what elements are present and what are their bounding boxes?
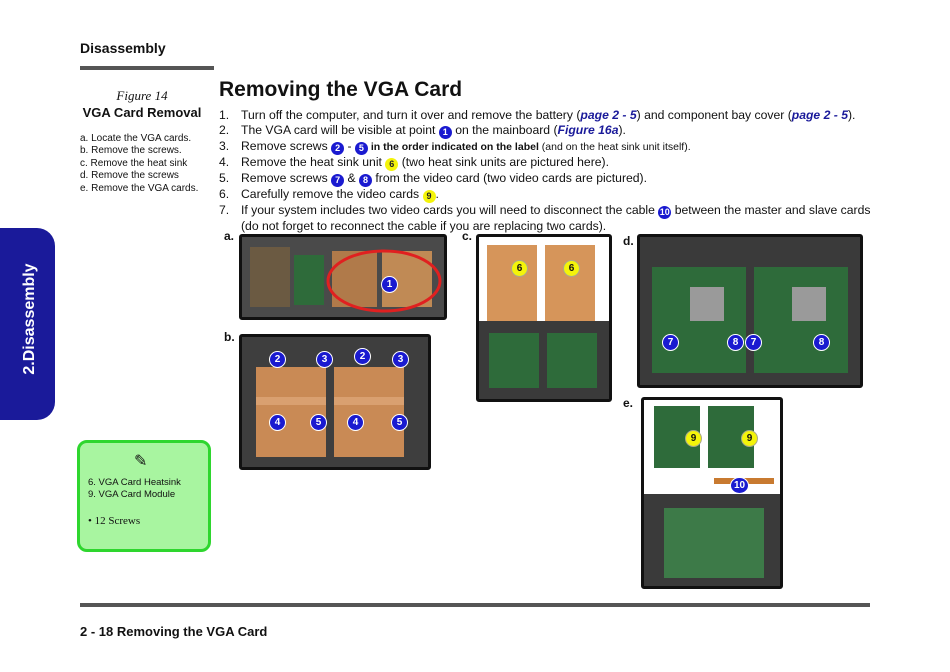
figure-step: d. Remove the screws bbox=[80, 170, 179, 182]
step-text: from the video card (two video cards are… bbox=[371, 170, 648, 185]
note-item: 9. VGA Card Module bbox=[88, 489, 176, 501]
photo-a: 1 bbox=[239, 234, 447, 320]
callout-5: 5 bbox=[391, 414, 408, 431]
callout-4: 4 bbox=[269, 414, 286, 431]
instruction-step: 4. Remove the heat sink unit 6 (two heat … bbox=[219, 155, 879, 171]
callout-3: 3 bbox=[392, 351, 409, 368]
callout-badge: 1 bbox=[438, 125, 452, 139]
photo-e-label: e. bbox=[623, 396, 634, 410]
figure-steps: a. Locate the VGA cards. b. Remove the s… bbox=[80, 133, 215, 195]
step-note: (and on the heat sink unit itself). bbox=[538, 140, 691, 153]
step-number: 7. bbox=[219, 202, 230, 217]
step-text: Remove screws bbox=[241, 138, 332, 153]
callout-8: 8 bbox=[727, 334, 744, 351]
photo-d: 7 8 7 8 bbox=[637, 234, 863, 388]
step-text: Turn off the computer, and turn it over … bbox=[241, 108, 581, 122]
callout-badge: 8 bbox=[358, 173, 372, 187]
callout-7: 7 bbox=[745, 334, 762, 351]
photo-b: 2 3 2 3 4 5 4 5 bbox=[239, 334, 431, 470]
step-text: Carefully remove the video cards bbox=[241, 186, 423, 201]
step-text: Remove screws bbox=[241, 170, 332, 185]
figure-number: Figure 14 bbox=[116, 88, 168, 103]
figure-step: a. Locate the VGA cards. bbox=[80, 133, 192, 144]
step-number: 6. bbox=[219, 186, 230, 201]
step-number: 1. bbox=[219, 108, 230, 122]
step-text: ) and component bay cover ( bbox=[636, 108, 792, 122]
instruction-step: 5. Remove screws 7 & 8 from the video car… bbox=[219, 171, 879, 187]
page-link[interactable]: page 2 - 5 bbox=[580, 108, 637, 122]
page-link[interactable]: page 2 - 5 bbox=[791, 108, 848, 122]
callout-10: 10 bbox=[730, 477, 749, 494]
step-number: 2. bbox=[219, 122, 230, 137]
note-items: 6. VGA Card Heatsink 9. VGA Card Module bbox=[88, 477, 181, 502]
step-text: ). bbox=[618, 122, 626, 137]
heatsink-removal-image bbox=[479, 237, 609, 399]
callout-badge: 10 bbox=[658, 205, 672, 219]
mainboard-image bbox=[242, 237, 444, 317]
step-text: between the master and slave cards (do n… bbox=[241, 202, 871, 233]
callout-6: 6 bbox=[511, 260, 528, 277]
note-item: 6. VGA Card Heatsink bbox=[88, 477, 181, 488]
callout-3: 3 bbox=[316, 351, 333, 368]
callout-1: 1 bbox=[381, 276, 398, 293]
instruction-step: 6. Carefully remove the video cards 9. bbox=[219, 187, 879, 203]
pencil-icon: ✎ bbox=[134, 453, 148, 470]
callout-8: 8 bbox=[813, 334, 830, 351]
callout-5: 5 bbox=[310, 414, 327, 431]
figure-step: b. Remove the screws. bbox=[80, 145, 182, 157]
callout-2: 2 bbox=[354, 348, 371, 365]
callout-6: 6 bbox=[563, 260, 580, 277]
step-text: & bbox=[344, 170, 359, 185]
callout-badge: 5 bbox=[354, 141, 368, 155]
step-number: 4. bbox=[219, 154, 230, 169]
step-text: - bbox=[344, 138, 355, 153]
instruction-step: 1. Turn off the computer, and turn it ove… bbox=[219, 108, 879, 123]
figure-step: e. Remove the VGA cards. bbox=[80, 182, 199, 194]
callout-9: 9 bbox=[685, 430, 702, 447]
callout-2: 2 bbox=[269, 351, 286, 368]
step-text: on the mainboard ( bbox=[451, 122, 558, 137]
step-number: 3. bbox=[219, 138, 230, 153]
instruction-step: 3. Remove screws 2 - 5 in the order indic… bbox=[219, 139, 879, 155]
step-text: (two heat sink units are pictured here). bbox=[398, 154, 609, 169]
photo-c-label: c. bbox=[462, 229, 473, 243]
instruction-list: 1. Turn off the computer, and turn it ove… bbox=[219, 108, 879, 233]
callout-badge: 6 bbox=[385, 157, 399, 171]
video-card-screws-image bbox=[640, 237, 860, 385]
page-title: Removing the VGA Card bbox=[219, 78, 463, 101]
step-text: The VGA card will be visible at point bbox=[241, 122, 439, 137]
callout-4: 4 bbox=[347, 414, 364, 431]
callout-badge: 7 bbox=[331, 173, 345, 187]
step-text: . bbox=[435, 186, 439, 201]
photo-b-label: b. bbox=[224, 330, 235, 344]
note-box: ✎ 6. VGA Card Heatsink 9. VGA Card Modul… bbox=[77, 440, 211, 552]
chapter-tab-label: 2.Disassembly bbox=[21, 263, 38, 375]
page-footer: 2 - 18 Removing the VGA Card bbox=[80, 624, 268, 639]
callout-7: 7 bbox=[662, 334, 679, 351]
step-text: Remove the heat sink unit bbox=[241, 154, 386, 169]
callout-badge: 2 bbox=[331, 141, 345, 155]
callout-9: 9 bbox=[741, 430, 758, 447]
figure-link[interactable]: Figure 16a bbox=[557, 122, 619, 137]
step-number: 5. bbox=[219, 170, 230, 185]
photo-d-label: d. bbox=[623, 234, 634, 248]
photo-c: 6 6 bbox=[476, 234, 612, 402]
footer-rule bbox=[80, 603, 870, 607]
callout-badge: 9 bbox=[422, 189, 436, 203]
figure-title: VGA Card Removal bbox=[82, 105, 202, 120]
photo-e: 9 9 10 bbox=[641, 397, 783, 589]
screw-count: • 12 Screws bbox=[88, 515, 141, 527]
figure-caption: Figure 14 VGA Card Removal bbox=[80, 88, 204, 120]
section-header: Disassembly bbox=[80, 40, 166, 56]
photo-a-label: a. bbox=[224, 229, 235, 243]
video-card-removal-image bbox=[644, 400, 780, 586]
step-text: ). bbox=[847, 108, 856, 122]
instruction-step: 2.The VGA card will be visible at point … bbox=[219, 123, 879, 139]
figure-step: c. Remove the heat sink bbox=[80, 157, 188, 169]
sidebar-rule bbox=[80, 66, 214, 70]
step-emphasis: in the order indicated on the label bbox=[367, 140, 539, 153]
instruction-step: 7. If your system includes two video card… bbox=[219, 203, 879, 234]
step-text: If your system includes two video cards … bbox=[241, 202, 659, 217]
chapter-tab[interactable]: 2.Disassembly bbox=[0, 228, 55, 420]
